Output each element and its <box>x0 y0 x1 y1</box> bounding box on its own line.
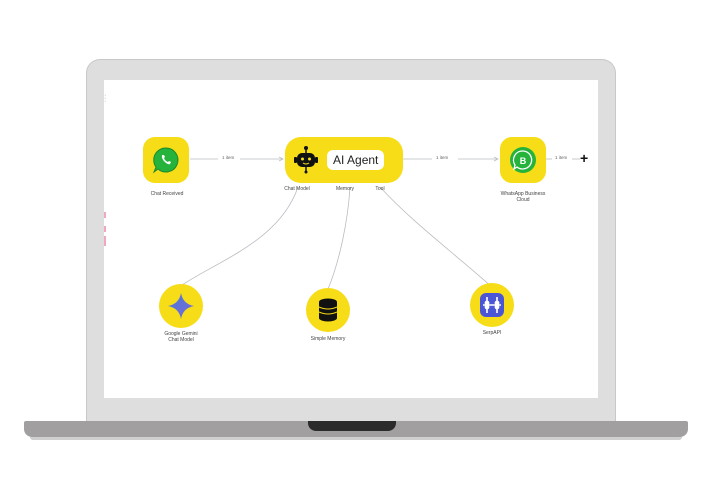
gemini-star-icon <box>168 293 194 319</box>
label-line: Chat Model <box>168 337 194 343</box>
sidebar-marker <box>104 226 106 232</box>
port-memory[interactable]: Memory <box>335 186 355 192</box>
add-node-button[interactable]: + <box>580 150 589 166</box>
workflow-canvas[interactable] <box>104 80 598 398</box>
simple-memory-node[interactable] <box>306 288 350 332</box>
svg-text:B: B <box>520 156 527 166</box>
port-chat-model[interactable]: Chat Model <box>284 186 310 192</box>
chat-received-node[interactable] <box>143 137 189 183</box>
label-line: Cloud <box>516 197 530 203</box>
node-label: Chat Received <box>150 191 184 197</box>
laptop-notch <box>308 421 396 431</box>
robot-icon <box>294 146 318 174</box>
node-label: Simple Memory <box>310 336 346 342</box>
laptop-base-edge <box>30 437 682 440</box>
serpapi-icon <box>480 293 504 317</box>
node-label: Google Gemini Chat Model <box>150 331 212 343</box>
port-tool[interactable]: Tool <box>375 186 385 192</box>
node-label: WhatsApp Business Cloud <box>490 191 556 203</box>
database-icon <box>318 298 338 322</box>
whatsapp-business-node[interactable]: B <box>500 137 546 183</box>
agent-title: AI Agent <box>327 150 385 170</box>
edge-label: 1 item <box>434 155 451 160</box>
ai-agent-node[interactable]: AI Agent <box>285 137 403 183</box>
sidebar-marker <box>104 212 106 218</box>
gemini-model-node[interactable] <box>159 284 203 328</box>
label-line: Google Gemini <box>164 331 198 337</box>
whatsapp-business-icon: B <box>510 147 536 173</box>
whatsapp-icon <box>152 147 179 174</box>
drag-handle-icon[interactable]: ··· <box>104 92 107 105</box>
label-line: WhatsApp Business <box>500 191 546 197</box>
edge-label: 1 item <box>220 155 237 160</box>
edge-label: 1 item <box>553 155 570 160</box>
node-label: SerpAPI <box>482 330 502 336</box>
serpapi-node[interactable] <box>470 283 514 327</box>
sidebar-marker <box>104 236 106 246</box>
